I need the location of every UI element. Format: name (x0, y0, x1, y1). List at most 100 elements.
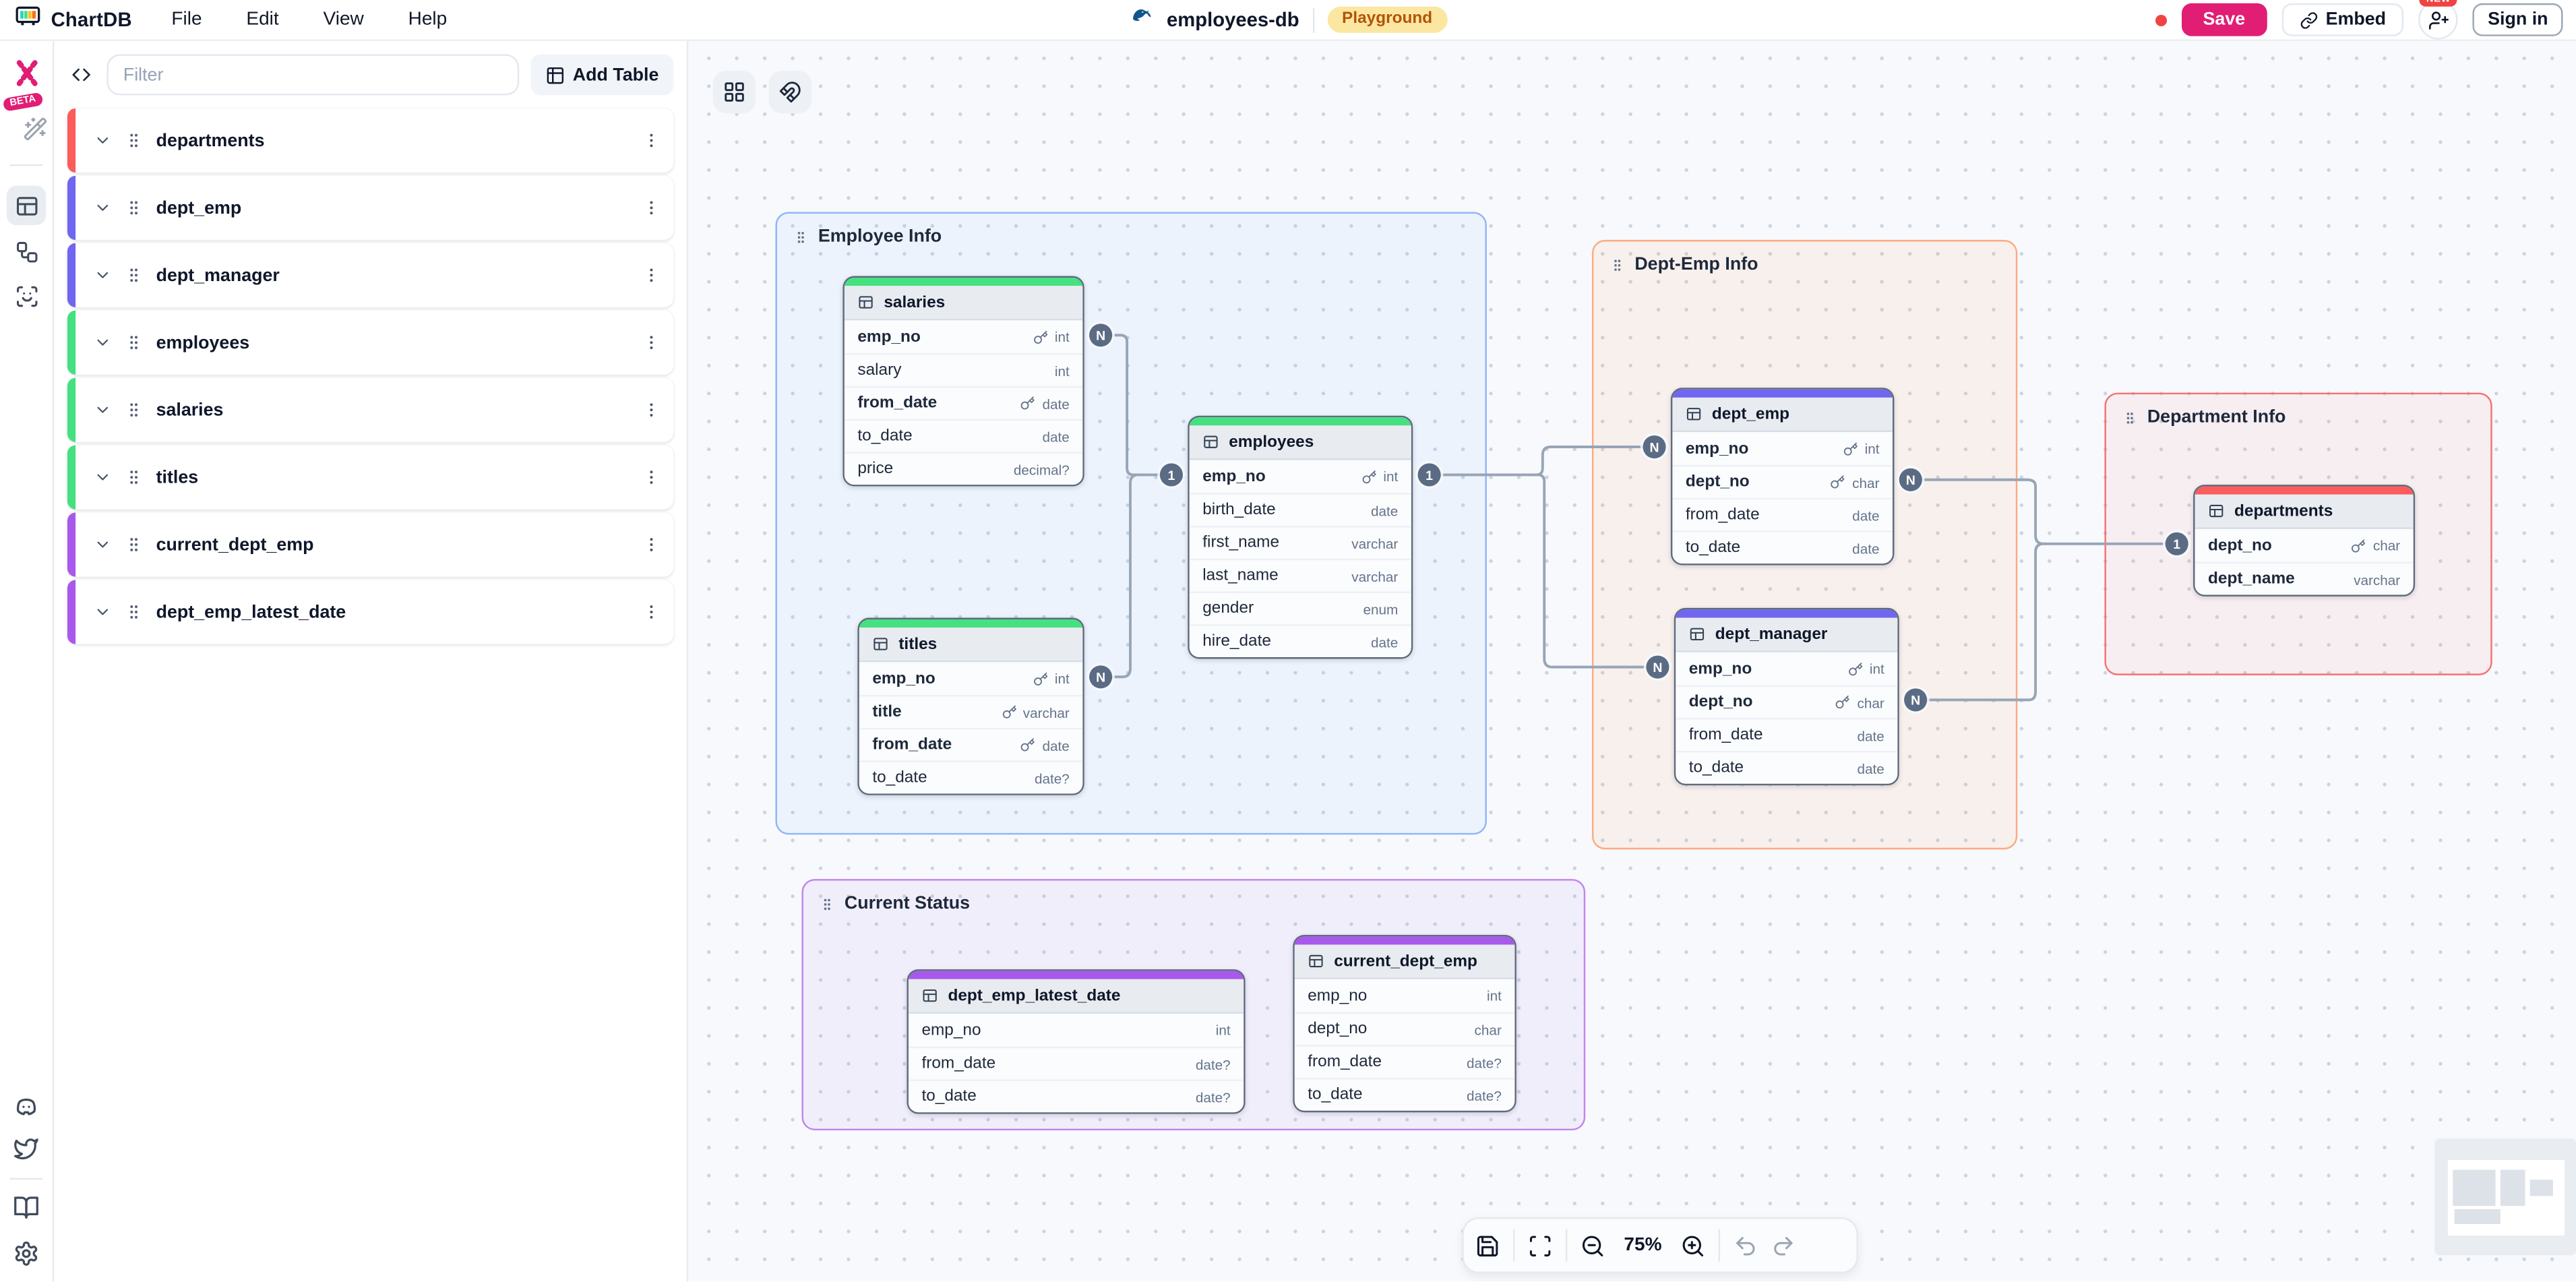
menu-edit[interactable]: Edit (246, 9, 279, 30)
chevron-down-icon[interactable] (94, 266, 112, 284)
field-row[interactable]: price decimal? (844, 452, 1083, 485)
field-row[interactable]: emp_no int (1676, 652, 1898, 685)
field-row[interactable]: to_date date (844, 419, 1083, 452)
diagram-canvas[interactable]: Employee Info Dept-Emp Info Department I… (688, 40, 2576, 1282)
er-table-salaries[interactable]: salaries emp_no int salary int from_date… (842, 276, 1084, 487)
kebab-menu-icon[interactable] (642, 131, 661, 150)
chevron-down-icon[interactable] (94, 401, 112, 419)
twitter-icon[interactable] (13, 1136, 40, 1162)
face-scan-icon[interactable] (14, 284, 39, 309)
field-row[interactable]: to_date date? (1294, 1078, 1515, 1111)
drag-handle-icon[interactable] (125, 603, 143, 621)
sidebar-item-dept_manager[interactable]: dept_manager (67, 243, 674, 307)
docs-book-icon[interactable] (13, 1195, 40, 1221)
field-row[interactable]: last_name varchar (1189, 558, 1411, 592)
zoom-level[interactable]: 75% (1624, 1235, 1662, 1256)
field-row[interactable]: dept_no char (1294, 1012, 1515, 1045)
field-row[interactable]: first_name varchar (1189, 526, 1411, 559)
field-row[interactable]: dept_name varchar (2195, 561, 2414, 595)
field-row[interactable]: dept_no char (2195, 528, 2414, 562)
sidebar-item-dept_emp[interactable]: dept_emp (67, 175, 674, 240)
drag-handle-icon[interactable] (125, 131, 143, 150)
field-row[interactable]: to_date date (1672, 530, 1893, 564)
drag-handle-icon[interactable] (1610, 257, 1625, 272)
drag-handle-icon[interactable] (125, 536, 143, 554)
drag-handle-icon[interactable] (125, 334, 143, 352)
drag-handle-icon[interactable] (125, 468, 143, 487)
chevron-down-icon[interactable] (94, 468, 112, 487)
field-row[interactable]: gender enum (1189, 591, 1411, 625)
field-row[interactable]: to_date date (1676, 750, 1898, 784)
field-row[interactable]: hire_date date (1189, 624, 1411, 657)
settings-gear-icon[interactable] (13, 1241, 40, 1267)
table-header[interactable]: current_dept_emp (1294, 944, 1515, 979)
table-header[interactable]: dept_emp (1672, 397, 1893, 433)
app-brand[interactable]: ChartDB (15, 3, 132, 37)
drag-handle-icon[interactable] (2122, 410, 2137, 425)
field-row[interactable]: dept_no char (1676, 685, 1898, 719)
sidebar-item-salaries[interactable]: salaries (67, 377, 674, 442)
field-row[interactable]: to_date date? (859, 760, 1083, 794)
table-header[interactable]: salaries (844, 286, 1083, 321)
drag-handle-icon[interactable] (125, 401, 143, 419)
kebab-menu-icon[interactable] (642, 603, 661, 621)
discord-icon[interactable] (13, 1095, 40, 1121)
kebab-menu-icon[interactable] (642, 401, 661, 419)
filter-input[interactable] (106, 54, 519, 96)
field-row[interactable]: emp_no int (1672, 432, 1893, 465)
minimap[interactable] (2434, 1138, 2576, 1256)
chevron-down-icon[interactable] (94, 334, 112, 352)
chartdb-buckle-icon[interactable] (11, 57, 42, 88)
sidebar-item-dept_emp_latest_date[interactable]: dept_emp_latest_date (67, 580, 674, 644)
chevron-down-icon[interactable] (94, 131, 112, 150)
diagram-name[interactable]: employees-db (1166, 8, 1299, 32)
redo-button[interactable] (1771, 1233, 1796, 1258)
er-table-dept_manager[interactable]: dept_manager emp_no int dept_no char fro… (1674, 607, 1899, 786)
zoom-in-button[interactable] (1681, 1233, 1706, 1258)
field-row[interactable]: dept_no char (1672, 464, 1893, 498)
table-header[interactable]: dept_emp_latest_date (908, 979, 1244, 1014)
drag-handle-icon[interactable] (793, 229, 808, 244)
table-header[interactable]: dept_manager (1676, 617, 1898, 652)
er-table-departments[interactable]: departments dept_no char dept_name varch… (2193, 485, 2416, 597)
field-row[interactable]: birth_date date (1189, 493, 1411, 526)
sidebar-item-departments[interactable]: departments (67, 108, 674, 173)
er-table-titles[interactable]: titles emp_no int title varchar from_dat… (857, 617, 1084, 795)
tables-panel-icon[interactable] (6, 185, 47, 225)
kebab-menu-icon[interactable] (642, 199, 661, 217)
drag-handle-icon[interactable] (125, 199, 143, 217)
fit-view-button[interactable] (1528, 1233, 1553, 1258)
field-row[interactable]: from_date date (1676, 718, 1898, 751)
embed-button[interactable]: Embed (2281, 3, 2404, 36)
sidebar-item-current_dept_emp[interactable]: current_dept_emp (67, 512, 674, 577)
field-row[interactable]: salary int (844, 353, 1083, 386)
table-header[interactable]: departments (2195, 494, 2414, 529)
field-row[interactable]: emp_no int (1189, 460, 1411, 493)
field-row[interactable]: from_date date (859, 727, 1083, 761)
er-table-dept_emp_latest_date[interactable]: dept_emp_latest_date emp_no int from_dat… (907, 969, 1246, 1114)
field-row[interactable]: emp_no int (859, 662, 1083, 696)
field-row[interactable]: from_date date? (908, 1046, 1244, 1080)
field-row[interactable]: emp_no int (844, 320, 1083, 354)
code-view-icon[interactable] (67, 61, 95, 88)
table-header[interactable]: employees (1189, 425, 1411, 460)
kebab-menu-icon[interactable] (642, 468, 661, 487)
field-row[interactable]: from_date date (844, 386, 1083, 419)
save-diagram-button[interactable] (1475, 1233, 1500, 1258)
magnet-button[interactable] (768, 70, 812, 114)
save-button[interactable]: Save (2181, 3, 2267, 36)
kebab-menu-icon[interactable] (642, 334, 661, 352)
field-row[interactable]: emp_no int (908, 1013, 1244, 1047)
relationships-panel-icon[interactable] (14, 240, 39, 265)
add-table-button[interactable]: Add Table (530, 54, 674, 96)
table-header[interactable]: titles (859, 628, 1083, 663)
er-table-current_dept_emp[interactable]: current_dept_emp emp_no int dept_no char… (1293, 934, 1516, 1113)
sign-in-button[interactable]: Sign in (2473, 3, 2563, 36)
menu-file[interactable]: File (171, 9, 202, 30)
kebab-menu-icon[interactable] (642, 266, 661, 284)
sidebar-item-employees[interactable]: employees (67, 310, 674, 375)
zoom-out-button[interactable] (1581, 1233, 1605, 1258)
sidebar-item-titles[interactable]: titles (67, 445, 674, 510)
er-table-employees[interactable]: employees emp_no int birth_date date fir… (1188, 415, 1413, 659)
menu-view[interactable]: View (323, 9, 364, 30)
